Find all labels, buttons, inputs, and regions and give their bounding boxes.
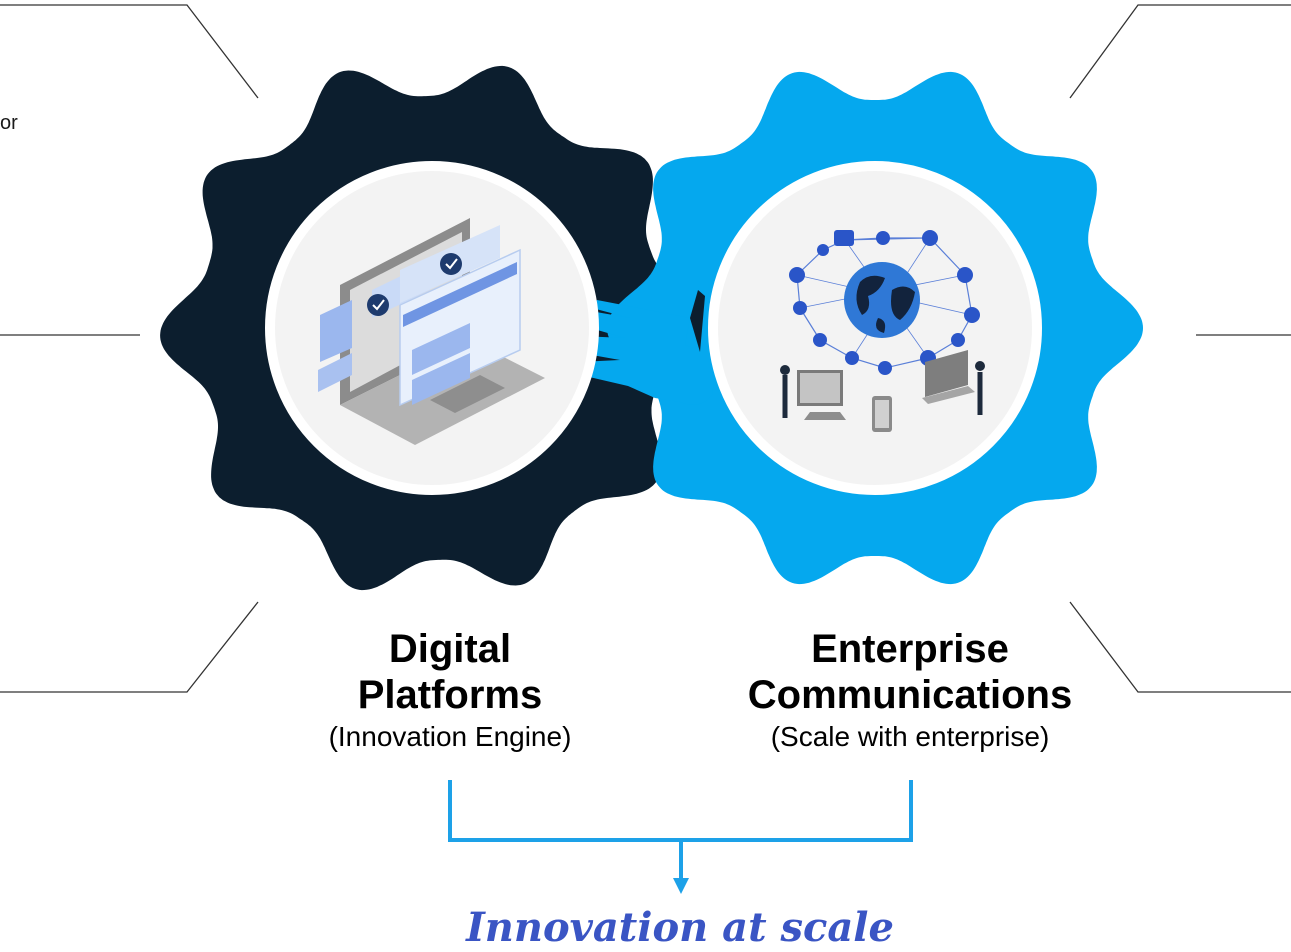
laptop-dashboard-icon <box>318 218 545 445</box>
handshake-icon <box>571 290 720 405</box>
enterprise-communications-title-line2: Communications <box>747 673 1073 717</box>
enterprise-communications-subtitle: (Scale with enterprise) <box>770 721 1050 752</box>
result-label: Innovation at scale <box>466 904 894 951</box>
enterprise-communications-title-line1: Enterprise <box>811 627 1009 671</box>
globe-network-icon <box>780 230 985 432</box>
digital-platforms-label: Digital Platforms (Innovation Engine) <box>250 626 650 754</box>
digital-platforms-title-line1: Digital <box>388 627 512 671</box>
truncated-callout-text: or <box>0 112 18 134</box>
callout-lines-left <box>0 4 259 693</box>
callout-lines-right <box>1069 4 1291 693</box>
down-arrow-icon <box>673 878 689 894</box>
digital-platforms-title-line2: Platforms <box>357 673 543 717</box>
enterprise-communications-label: Enterprise Communications (Scale with en… <box>700 626 1120 754</box>
digital-platforms-subtitle: (Innovation Engine) <box>328 721 572 752</box>
merge-connector <box>448 780 913 880</box>
